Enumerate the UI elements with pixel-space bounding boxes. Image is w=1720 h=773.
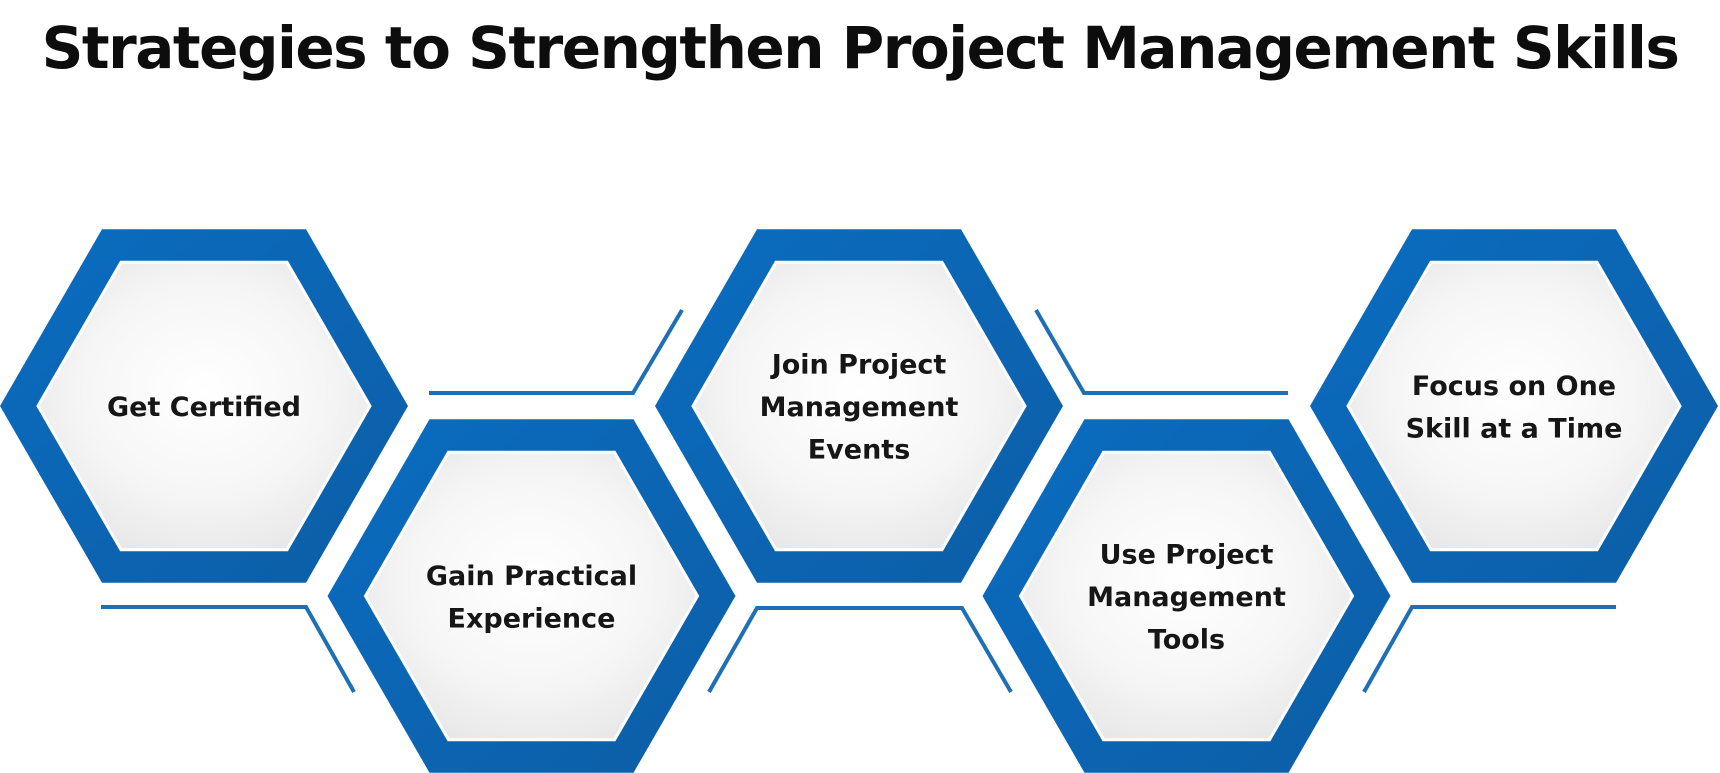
strategy-hexagon-1: Get Certified [0, 229, 408, 583]
hexagon-inner [691, 260, 1027, 552]
strategy-label-line: Tools [1148, 625, 1225, 656]
strategy-label: Get Certified [107, 392, 301, 423]
connector-line [707, 606, 1013, 694]
hexagon-inner [1018, 450, 1355, 742]
strategy-label-line: Management [760, 392, 959, 423]
hexagon-inner [36, 260, 372, 552]
hexagon-inner [1346, 260, 1682, 552]
strategy-label-line: Skill at a Time [1406, 413, 1623, 444]
strategy-label-line: Get Certified [107, 392, 301, 423]
connector-line [101, 605, 356, 693]
connector-line [1034, 308, 1288, 395]
strategy-label-line: Gain Practical [426, 561, 637, 592]
connector-line [429, 308, 684, 395]
strategy-label-line: Management [1087, 582, 1286, 613]
hexagon-inner [363, 450, 700, 742]
page-title: Strategies to Strengthen Project Managem… [41, 14, 1680, 82]
strategy-label-line: Use Project [1100, 540, 1274, 571]
strategy-label-line: Join Project [770, 350, 947, 381]
connector-line [1362, 605, 1616, 693]
connector-lines [101, 308, 1616, 694]
strategy-label-line: Experience [448, 603, 616, 634]
strategy-label-line: Focus on One [1412, 371, 1616, 402]
strategy-label-line: Events [808, 435, 911, 466]
